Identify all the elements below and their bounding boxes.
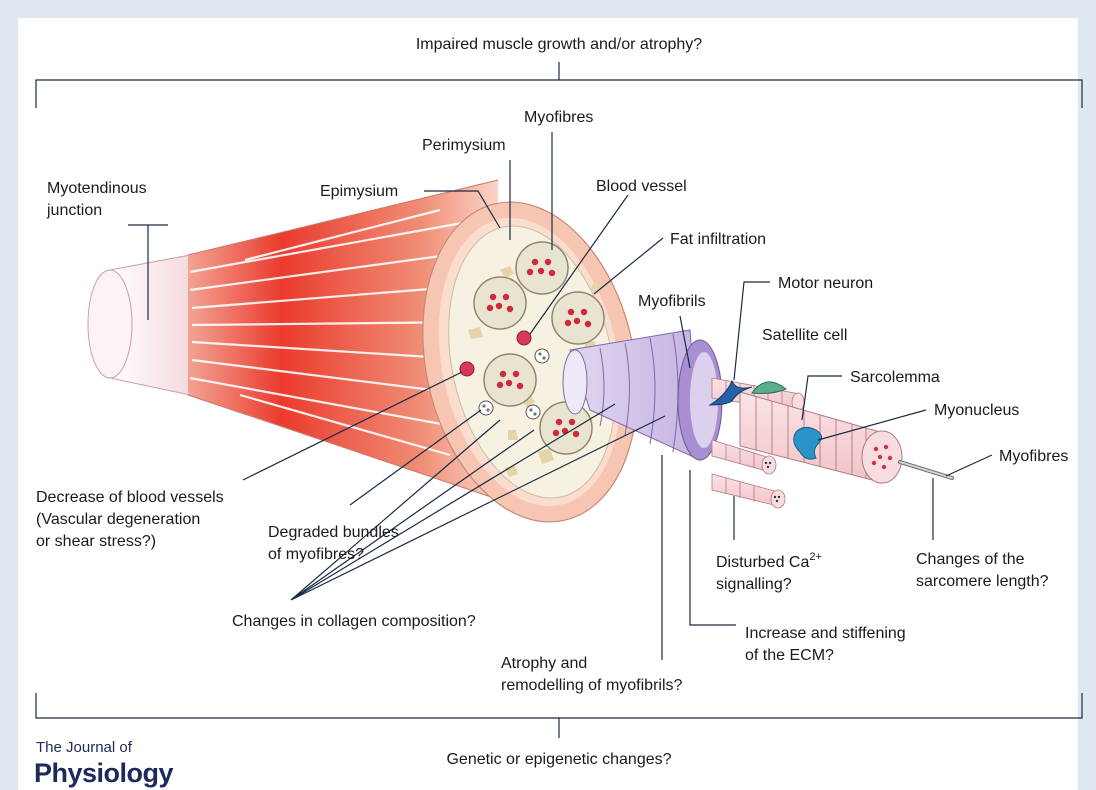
footer-bracket: [36, 693, 1082, 738]
header-question: Impaired muscle growth and/or atrophy?: [416, 36, 702, 53]
label-decrease-vessels-2: (Vascular degeneration: [36, 511, 200, 528]
leader-fat-infiltration: [594, 238, 663, 294]
label-degraded-2: of myofibres?: [268, 546, 364, 563]
label-atrophy-2: remodelling of myofibrils?: [501, 677, 683, 694]
label-blood-vessel: Blood vessel: [596, 178, 687, 195]
label-satellite-cell: Satellite cell: [762, 327, 847, 344]
label-ecm-2: of the ECM?: [745, 647, 834, 664]
label-collagen: Changes in collagen composition?: [232, 613, 476, 630]
label-sarcomere-1: Changes of the: [916, 551, 1025, 568]
label-epimysium: Epimysium: [320, 183, 398, 200]
label-motor-neuron: Motor neuron: [778, 275, 873, 292]
journal-logo-line1: The Journal of: [36, 739, 133, 756]
header-bracket: [36, 62, 1082, 108]
myofibre-middle-b: [712, 474, 785, 508]
label-sarcomere-2: sarcomere length?: [916, 573, 1049, 590]
label-ca-1: Disturbed Ca2+: [716, 551, 822, 571]
myofibres-cluster: [710, 378, 952, 508]
label-fat-infiltration: Fat infiltration: [670, 231, 766, 248]
journal-logo-line2: Physiology: [34, 758, 174, 788]
label-ca-2: signalling?: [716, 576, 792, 593]
leader-myofibres-right: [946, 455, 992, 476]
label-myofibres-right: Myofibres: [999, 448, 1068, 465]
label-myofibrils: Myofibrils: [638, 293, 706, 310]
myotendinous-junction-shape: [88, 255, 190, 395]
label-myotendinous-1: Myotendinous: [47, 180, 147, 197]
label-perimysium: Perimysium: [422, 137, 506, 154]
label-decrease-vessels-1: Decrease of blood vessels: [36, 489, 224, 506]
label-ecm-1: Increase and stiffening: [745, 625, 906, 642]
label-decrease-vessels-3: or shear stress?): [36, 533, 156, 550]
label-myotendinous-2: junction: [46, 202, 102, 219]
label-myofibres-top: Myofibres: [524, 109, 593, 126]
label-degraded-1: Degraded bundles: [268, 524, 399, 541]
footer-question: Genetic or epigenetic changes?: [446, 751, 671, 768]
label-sarcolemma: Sarcolemma: [850, 369, 940, 386]
label-atrophy-1: Atrophy and: [501, 655, 587, 672]
label-myonucleus: Myonucleus: [934, 402, 1019, 419]
